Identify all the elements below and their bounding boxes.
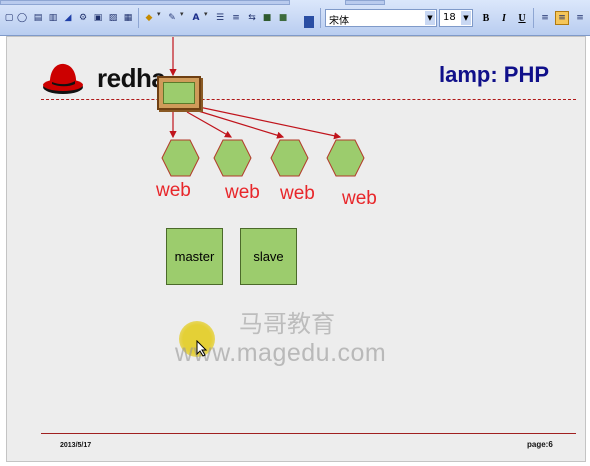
load-balancer-screen [163,82,195,104]
footer-divider [41,433,576,434]
font-size-value: 18 [443,12,456,23]
footer-date: 2013/5/17 [60,442,92,449]
align-left-icon[interactable]: ≡ [541,12,549,23]
wordart-icon[interactable]: ◢ [64,12,72,23]
red-hat-logo-icon [43,63,83,94]
dash-style-icon[interactable]: ≡ [232,12,240,23]
line-style-icon[interactable]: ☰ [215,12,225,23]
line-color-dropdown-icon[interactable]: ▾ [180,10,184,18]
select-objects-icon[interactable]: ▢ [4,12,14,23]
vertical-text-icon[interactable]: ▥ [48,12,58,23]
chevron-down-icon[interactable]: ▼ [425,11,435,25]
web-server-node[interactable] [326,139,365,177]
fill-color-icon[interactable]: ◆ [145,12,153,23]
text-box-icon[interactable]: ▤ [33,12,43,23]
line-color-icon[interactable]: ✎ [168,12,176,23]
logo-text: redha [97,63,166,93]
web-label[interactable]: web [280,183,315,204]
toolbar-separator [533,8,534,28]
font-size-select[interactable]: 18 ▼ [439,9,473,27]
arrow-to-web-4 [198,106,342,140]
toolbar-top-strip-right [345,0,385,5]
ellipse-icon[interactable]: ◯ [16,12,28,23]
arrow-style-icon[interactable]: ⇆ [248,12,256,23]
formatting-toolbar: ▢ ◯ ▤ ▥ ◢ ⚙ ▣ ▨ ▦ ◆ ▾ ✎ ▾ A ▾ ☰ ≡ ⇆ ■ ■ … [0,0,590,36]
toolbar-top-strip [0,0,290,5]
mouse-cursor-icon [196,340,208,357]
font-name-select[interactable]: 宋体 ▼ [325,9,437,27]
table-icon[interactable]: ▦ [123,12,133,23]
align-center-icon[interactable]: ≡ [555,11,569,25]
load-balancer-node[interactable] [157,76,201,110]
slave-db-node[interactable]: slave [240,228,297,285]
web-server-node[interactable] [161,139,200,177]
web-label[interactable]: web [156,180,191,201]
slide-title[interactable]: lamp: PHP [439,62,550,87]
watermark-chinese: 马哥教育 [239,310,335,338]
italic-button[interactable]: I [502,12,506,24]
3d-style-icon[interactable]: ■ [278,12,288,23]
arrow-to-web-3 [194,109,285,139]
header-divider [41,99,576,100]
font-color-icon[interactable]: A [192,12,200,23]
footer-page-prefix: page: [527,440,549,449]
fill-color-dropdown-icon[interactable]: ▾ [157,10,161,18]
footer-page-number: 6 [548,440,553,449]
web-label[interactable]: web [225,182,260,203]
toolbar-options-icon[interactable] [304,16,314,28]
toolbar-separator [320,8,321,28]
insert-picture-icon[interactable]: ▨ [108,12,118,23]
chevron-down-icon[interactable]: ▼ [461,11,471,25]
slide-canvas[interactable]: redha lamp: PHP web web web web master s… [6,36,586,462]
font-name-value: 宋体 [329,16,349,27]
web-server-node[interactable] [270,139,309,177]
arrow-to-web-2 [186,111,233,138]
diagram-icon[interactable]: ⚙ [78,12,88,23]
font-color-dropdown-icon[interactable]: ▾ [204,10,208,18]
web-label[interactable]: web [342,188,377,209]
align-right-icon[interactable]: ≡ [576,12,584,23]
clip-art-icon[interactable]: ▣ [93,12,103,23]
watermark-url: www.magedu.com [175,339,387,367]
web-server-node[interactable] [213,139,252,177]
bold-button[interactable]: B [482,12,490,24]
toolbar-separator [138,8,139,28]
footer-page: page:6 [527,440,553,449]
master-label: master [174,249,215,264]
slave-label: slave [253,249,284,264]
master-db-node[interactable]: master [166,228,223,285]
connector-lines [161,37,365,177]
underline-button[interactable]: U [518,12,526,24]
shadow-style-icon[interactable]: ■ [262,12,272,23]
